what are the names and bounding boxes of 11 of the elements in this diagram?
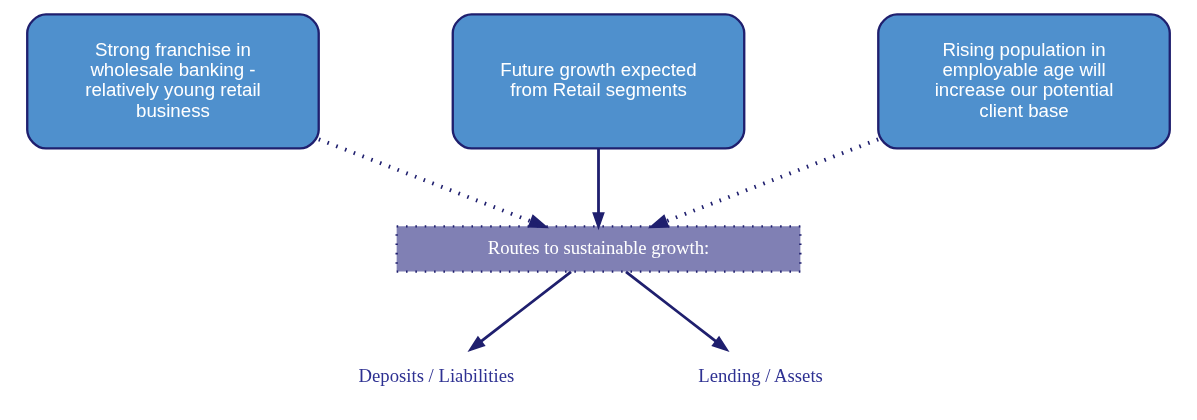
arrow <box>592 148 605 231</box>
node-box: Strong franchise in wholesale banking - relatively young retail business <box>26 13 320 150</box>
arrow <box>625 270 730 352</box>
node-text: Deposits / Liabilities <box>358 365 515 387</box>
arrow <box>467 270 572 352</box>
node-box: Routes to sustainable growth: <box>395 225 802 273</box>
node-box: Rising population in employable age will increase our potential client base <box>877 13 1171 150</box>
node-box: Future growth expected from Retail segments <box>451 13 746 150</box>
node-text: Lending / Assets <box>698 365 823 387</box>
arrow <box>318 137 550 229</box>
arrow <box>647 137 879 229</box>
